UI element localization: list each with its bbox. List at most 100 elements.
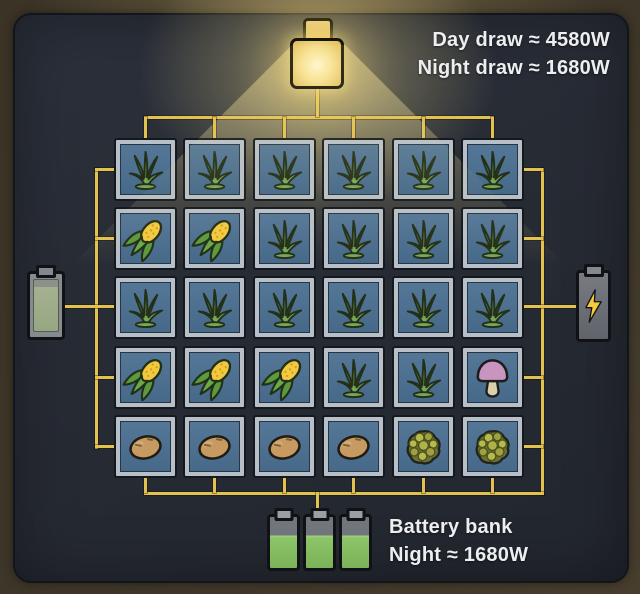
- corn-crop-tile[interactable]: [182, 345, 246, 409]
- power-conduit: [94, 236, 116, 240]
- corn-crop-tile[interactable]: [113, 206, 177, 270]
- grass-icon: [261, 284, 308, 331]
- powered-battery-icon[interactable]: [576, 264, 611, 342]
- day-draw-label: Day draw ≈ 4580W: [432, 29, 610, 51]
- power-conduit: [351, 477, 355, 493]
- charged-battery-icon[interactable]: [267, 508, 300, 571]
- grass-crop-tile[interactable]: [321, 206, 385, 270]
- power-conduit: [521, 236, 543, 240]
- grass-icon: [469, 146, 516, 193]
- grass-icon: [191, 284, 238, 331]
- charged-battery-icon[interactable]: [303, 508, 336, 571]
- potato-icon: [122, 423, 169, 470]
- corn-icon: [191, 215, 238, 262]
- battery-terminal: [310, 508, 329, 521]
- lightning-bolt-icon: [583, 289, 604, 323]
- grass-crop-tile[interactable]: [252, 137, 316, 201]
- power-conduit: [421, 117, 425, 139]
- potato-crop-tile[interactable]: [182, 414, 246, 478]
- power-conduit: [490, 117, 494, 139]
- sun-lamp-icon[interactable]: [290, 18, 346, 89]
- power-conduit: [315, 82, 319, 117]
- grass-icon: [261, 215, 308, 262]
- grass-icon: [191, 146, 238, 193]
- grass-icon: [469, 284, 516, 331]
- grass-icon: [400, 215, 447, 262]
- battery-terminal: [583, 264, 604, 277]
- potato-crop-tile[interactable]: [113, 414, 177, 478]
- grass-crop-tile[interactable]: [391, 206, 455, 270]
- potato-crop-tile[interactable]: [321, 414, 385, 478]
- grass-crop-tile[interactable]: [182, 275, 246, 339]
- grass-crop-tile[interactable]: [252, 275, 316, 339]
- battery-bank-caption: Battery bank Night ≈ 1680W: [389, 513, 528, 569]
- corn-crop-tile[interactable]: [113, 345, 177, 409]
- grass-icon: [122, 146, 169, 193]
- grass-crop-tile[interactable]: [391, 275, 455, 339]
- potato-crop-tile[interactable]: [252, 414, 316, 478]
- power-conduit: [143, 491, 544, 495]
- grass-icon: [400, 354, 447, 401]
- grass-icon: [330, 284, 377, 331]
- power-conduit: [143, 117, 147, 139]
- grass-icon: [469, 215, 516, 262]
- grass-crop-tile[interactable]: [460, 206, 524, 270]
- power-conduit: [540, 167, 544, 495]
- grass-crop-tile[interactable]: [460, 275, 524, 339]
- grass-icon: [400, 146, 447, 193]
- power-conduit: [421, 477, 425, 493]
- grass-crop-tile[interactable]: [321, 137, 385, 201]
- battery-bank-night-label: Night ≈ 1680W: [389, 544, 529, 566]
- mushroom-icon: [469, 354, 516, 401]
- battery-terminal: [36, 265, 56, 278]
- battery-terminal: [274, 508, 293, 521]
- power-conduit: [60, 304, 115, 308]
- grass-crop-tile[interactable]: [113, 275, 177, 339]
- hops-crop-tile[interactable]: [460, 414, 524, 478]
- power-conduit: [282, 477, 286, 493]
- power-draw-stats: Day draw ≈ 4580W Night draw ≈ 1680W: [418, 26, 610, 82]
- grass-crop-tile[interactable]: [252, 206, 316, 270]
- hops-crop-tile[interactable]: [391, 414, 455, 478]
- grass-crop-tile[interactable]: [391, 345, 455, 409]
- grass-icon: [122, 284, 169, 331]
- power-conduit: [212, 477, 216, 493]
- power-conduit: [521, 167, 543, 171]
- grass-icon: [330, 354, 377, 401]
- potato-icon: [261, 423, 308, 470]
- corn-crop-tile[interactable]: [182, 206, 246, 270]
- power-conduit: [521, 444, 543, 448]
- corn-icon: [122, 354, 169, 401]
- hops-icon: [469, 423, 516, 470]
- power-conduit: [212, 117, 216, 139]
- power-conduit: [315, 492, 319, 514]
- grass-crop-tile[interactable]: [321, 345, 385, 409]
- corn-crop-tile[interactable]: [252, 345, 316, 409]
- charged-battery-icon[interactable]: [339, 508, 372, 571]
- power-conduit: [94, 444, 116, 448]
- grass-icon: [400, 284, 447, 331]
- battery-icon[interactable]: [27, 265, 65, 340]
- grass-icon: [330, 215, 377, 262]
- battery-bank[interactable]: [267, 508, 372, 571]
- grass-icon: [330, 146, 377, 193]
- power-conduit: [282, 117, 286, 139]
- grass-crop-tile[interactable]: [182, 137, 246, 201]
- grass-crop-tile[interactable]: [460, 137, 524, 201]
- power-conduit: [94, 167, 116, 171]
- power-conduit: [490, 477, 494, 493]
- grass-crop-tile[interactable]: [113, 137, 177, 201]
- potato-icon: [191, 423, 238, 470]
- grass-crop-tile[interactable]: [391, 137, 455, 201]
- power-conduit: [521, 375, 543, 379]
- mushroom-crop-tile[interactable]: [460, 345, 524, 409]
- potato-icon: [330, 423, 377, 470]
- power-conduit: [94, 167, 98, 449]
- power-conduit: [94, 375, 116, 379]
- grass-crop-tile[interactable]: [321, 275, 385, 339]
- power-conduit: [351, 117, 355, 139]
- battery-terminal: [346, 508, 365, 521]
- power-conduit: [143, 477, 147, 493]
- hops-icon: [400, 423, 447, 470]
